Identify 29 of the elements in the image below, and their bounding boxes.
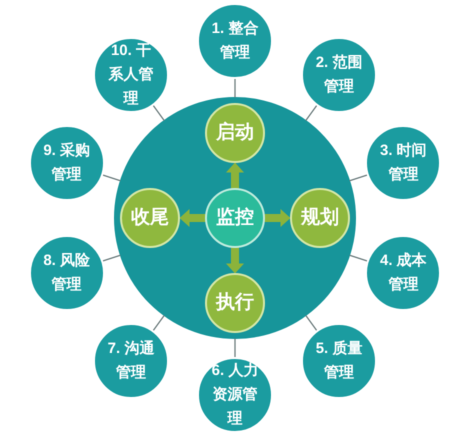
node-label: 3. 时间管理 xyxy=(378,141,428,186)
arrow xyxy=(180,209,206,227)
node-label: 执行 xyxy=(216,291,254,315)
node-label: 5. 质量管理 xyxy=(314,339,364,384)
node-label: 启动 xyxy=(216,121,254,145)
connector-line xyxy=(305,104,318,121)
node-label: 7. 沟通管理 xyxy=(106,339,156,384)
node-label: 8. 风险管理 xyxy=(42,250,91,295)
connector-line xyxy=(349,174,368,182)
node-label: 6. 人力资源管理 xyxy=(210,361,260,429)
arrow xyxy=(226,248,244,274)
arrow xyxy=(226,162,244,188)
node-label: 收尾 xyxy=(131,206,169,230)
connector-line xyxy=(305,315,318,332)
node-label: 2. 范围管理 xyxy=(314,52,364,97)
connector-line xyxy=(102,174,121,182)
connector-line xyxy=(234,338,236,358)
node-label: 1. 整合管理 xyxy=(210,19,260,63)
connector-line xyxy=(349,254,368,262)
connector-line xyxy=(152,315,165,332)
node-label: 规划 xyxy=(301,206,339,230)
node-label: 10. 干系人管理 xyxy=(107,40,154,109)
connector-line xyxy=(102,254,121,262)
connector-line xyxy=(234,78,236,98)
arrow xyxy=(264,209,290,227)
node-label: 4. 成本管理 xyxy=(378,250,428,295)
node-label: 监控 xyxy=(216,206,254,230)
node-label: 9. 采购管理 xyxy=(42,141,91,186)
connector-line xyxy=(152,104,165,121)
